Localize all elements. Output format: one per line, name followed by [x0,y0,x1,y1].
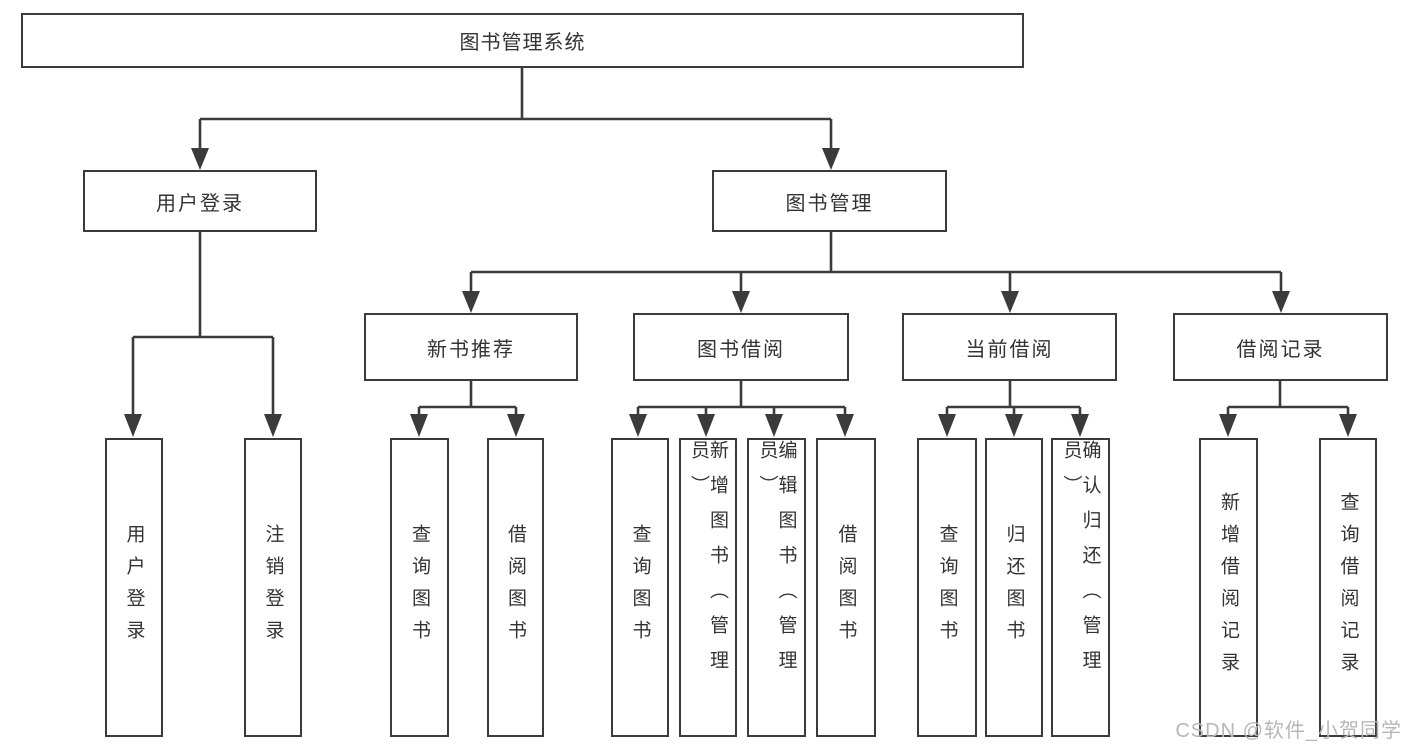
leaf-add-borrow-record-label: 新增借阅记录 [1218,491,1239,684]
leaf-cur-query-books: 查询图书 [917,438,977,737]
node-book-management-group: 图书管理 [712,170,947,232]
leaf-confirm-return-admin: 确认归还（管理员） [1051,438,1110,737]
node-root-label: 图书管理系统 [459,32,586,54]
leaf-logout-label: 注销登录 [262,523,284,652]
leaf-logout: 注销登录 [244,438,302,737]
leaf-cur-query-books-label: 查询图书 [936,523,958,652]
leaf-borrow-books-label: 借阅图书 [835,523,857,652]
connector-current-branch [945,381,1082,416]
leaf-rec-borrow-books-label: 借阅图书 [505,523,526,652]
leaf-rec-query-books: 查询图书 [390,438,449,737]
node-borrowing-records-label: 借阅记录 [1236,338,1325,361]
connector-borrow-branch [636,381,847,416]
node-book-management-group-label: 图书管理 [785,192,874,215]
node-book-borrowing: 图书借阅 [633,313,849,381]
leaf-borrow-books: 借阅图书 [816,438,876,737]
node-new-book-recommend-label: 新书推荐 [427,338,515,361]
node-user-login-group: 用户登录 [83,170,317,232]
leaf-edit-books-admin: 编辑图书（管理员） [747,438,806,737]
node-current-borrowing: 当前借阅 [902,313,1117,381]
leaf-add-books-admin: 新增图书（管理员） [679,438,737,737]
csdn-watermark: CSDN @软件_小贺同学 [1175,720,1402,742]
leaf-borrow-query-books-label: 查询图书 [629,523,651,652]
leaf-edit-books-admin-label: 编辑图书（管理员） [756,440,797,685]
connector-records-branch [1226,381,1350,416]
node-new-book-recommend: 新书推荐 [364,313,578,381]
leaf-add-borrow-record: 新增借阅记录 [1199,438,1258,737]
node-root: 图书管理系统 [21,13,1024,68]
leaf-return-books-label: 归还图书 [1003,523,1025,652]
leaf-user-login-label: 用户登录 [123,523,145,652]
leaf-add-books-admin-label: 新增图书（管理员） [688,440,728,685]
leaf-query-borrow-record: 查询借阅记录 [1319,438,1377,737]
connector-login-branch [131,232,275,416]
leaf-user-login: 用户登录 [105,438,163,737]
leaf-return-books: 归还图书 [985,438,1043,737]
node-current-borrowing-label: 当前借阅 [965,338,1054,361]
leaf-borrow-query-books: 查询图书 [611,438,669,737]
connector-root-to-level2 [198,68,833,150]
node-book-borrowing-label: 图书借阅 [697,338,785,361]
node-borrowing-records: 借阅记录 [1173,313,1388,381]
leaf-confirm-return-admin-label: 确认归还（管理员） [1060,440,1101,685]
leaf-query-borrow-record-label: 查询借阅记录 [1337,491,1359,684]
node-user-login-group-label: 用户登录 [156,192,244,215]
leaf-rec-borrow-books: 借阅图书 [487,438,544,737]
connector-mgmt-to-level3 [469,232,1283,293]
leaf-rec-query-books-label: 查询图书 [409,523,430,652]
connector-rec-branch [417,381,518,416]
